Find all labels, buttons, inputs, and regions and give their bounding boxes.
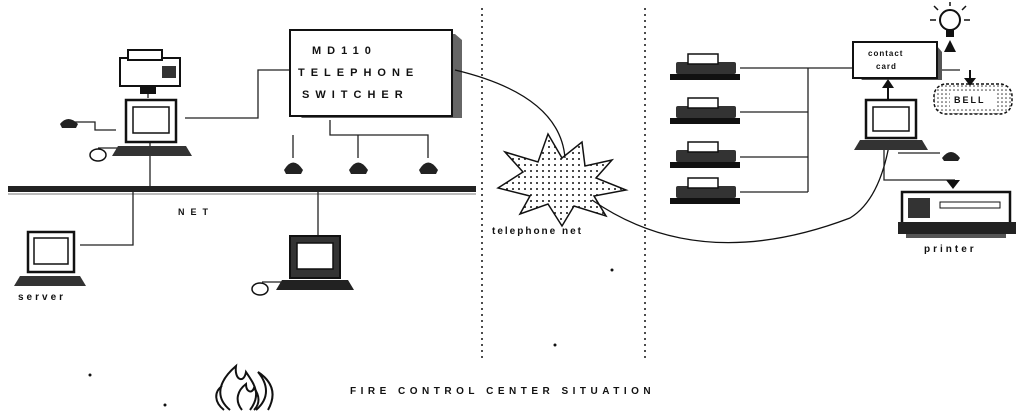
bell-box: BELL [933,83,1013,115]
telephone-icon [60,119,78,128]
speck [610,268,614,272]
printer-label: printer [924,244,977,255]
camera-icon [119,49,181,94]
switcher-phone-1 [284,162,303,174]
switcher-line2: TELEPHONE [298,67,419,79]
speck [88,373,92,377]
bell-label: BELL [954,95,986,105]
contact-card: contact card [852,41,942,80]
switcher-line1: MD110 [312,45,377,57]
telephone-net-burst [496,132,629,228]
light-bulb-icon [930,2,970,52]
switcher-line3: SWITCHER [302,89,409,101]
right-connections [740,60,960,193]
net-computer-icon [276,235,354,290]
fax-station-2 [670,97,740,124]
fax-station-1 [670,53,740,80]
arrow-to-printer-icon [946,180,960,189]
arrow-down-icon [964,70,976,86]
switcher-phone-2 [349,162,368,174]
fax-station-4 [670,177,740,204]
printer-icon [898,190,1016,238]
server-computer-icon [14,230,86,286]
speck [553,343,557,347]
telephone-net-label: telephone net [492,226,583,237]
speck [163,403,167,407]
net-bus [8,186,476,195]
switcher-phone-3 [419,162,438,174]
arrow-up-icon [882,79,894,100]
mouse-icon [89,148,107,162]
fax-station-3 [670,141,740,168]
control-pc-icon [854,98,928,150]
workstation-icon [112,98,192,156]
contact-card-line1: contact [868,49,903,58]
telnet-to-pc-line [591,139,891,244]
server-label: server [18,292,66,303]
diagram-caption: FIRE CONTROL CENTER SITUATION [350,386,655,397]
control-phone-icon [942,152,960,161]
switcher-to-telnet-line [454,69,566,159]
net-label: NET [178,207,214,217]
contact-card-line2: card [876,62,897,71]
net-computer-mouse-icon [251,282,269,296]
flame-logo-icon [215,363,274,411]
md110-switcher: MD110 TELEPHONE SWITCHER [289,29,462,118]
